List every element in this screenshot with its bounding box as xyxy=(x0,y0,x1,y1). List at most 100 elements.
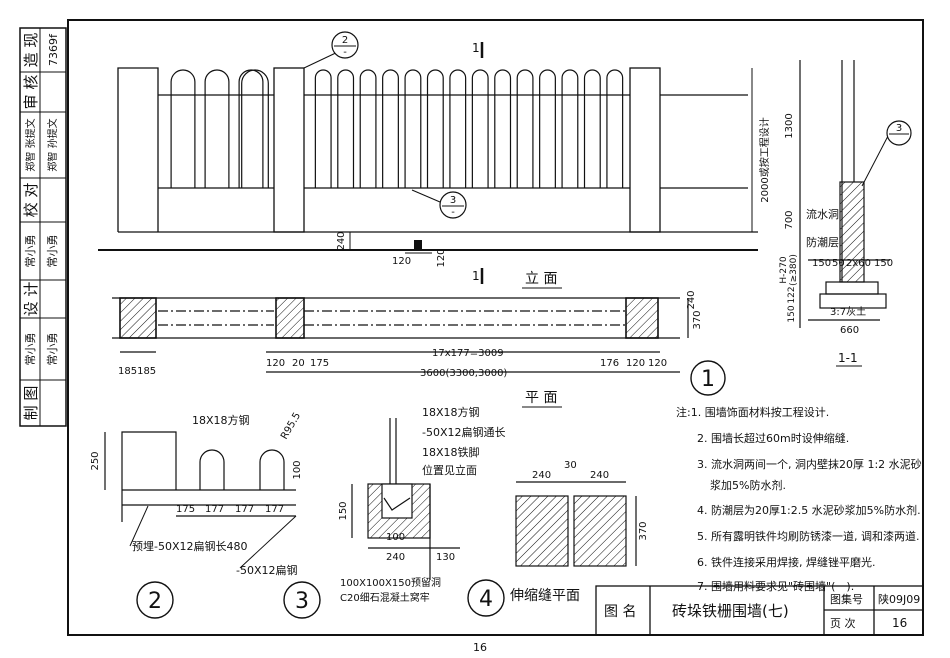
fence-picket xyxy=(494,69,512,188)
d4-dim-370: 370 xyxy=(638,521,649,540)
page-label: 页 次 xyxy=(830,616,856,630)
elevation-title: 立 面 xyxy=(525,271,557,287)
d2-dim-250: 250 xyxy=(90,451,101,470)
fence-picket xyxy=(204,69,230,188)
d2-steel-label: 18X18方钢 xyxy=(192,413,250,427)
section-dim-50: 50 xyxy=(832,258,845,269)
damp-layer-label: 防潮层 xyxy=(806,235,839,249)
sidebar-role-5: 设 计 xyxy=(22,282,40,317)
elevation-view xyxy=(98,67,758,251)
d3-label-1: 18X18方钢 xyxy=(422,405,480,419)
section-mark-top: 1 xyxy=(472,41,480,55)
dim-120-b: 120 xyxy=(436,248,447,267)
plan-dim-total: 3600(3300,3000) xyxy=(420,368,507,379)
callout-3-number: 3 xyxy=(450,195,456,206)
fence-picket xyxy=(449,69,467,188)
d2-flat-steel-label: -50X12扁钢 xyxy=(236,564,298,577)
plan-dim-120c: 120 xyxy=(648,358,667,369)
note-line-1: 2. 围墙长超过60m时设伸缩缝. xyxy=(697,431,849,445)
atlas-number: 陕09J09 xyxy=(878,592,920,606)
plan-dim-20: 20 xyxy=(292,358,305,369)
sidebar-role-7: 制 图 xyxy=(22,386,40,421)
note-line-0: 注:1. 围墙饰面材料按工程设计. xyxy=(676,405,829,419)
d3-label-2: -50X12扁钢通长 xyxy=(422,426,506,439)
section-dim-2x60: 2x60 xyxy=(846,258,871,269)
height-note: 2000或按工程设计 xyxy=(758,117,771,202)
section-dim-122: 122 xyxy=(787,286,797,303)
d2-radius: R95.5 xyxy=(279,411,303,442)
plan-dim-120a: 120 xyxy=(266,358,285,369)
callout-2-bubble xyxy=(331,31,359,59)
atlas-label: 图集号 xyxy=(830,592,863,606)
d3-dim-240: 240 xyxy=(386,552,405,563)
dim-120-a: 120 xyxy=(392,256,411,267)
callout-3-dash: - xyxy=(451,207,455,218)
sheet-border xyxy=(67,19,924,636)
section-dim-1300: 1300 xyxy=(784,113,795,138)
d3-dim-100: 100 xyxy=(386,532,405,543)
d3-label-4: 位置见立面 xyxy=(422,463,477,477)
note-line-4: 4. 防潮层为20厚1:2.5 水泥砂浆加5%防水剂. xyxy=(697,503,921,517)
plan-dim-185: 185185 xyxy=(118,366,156,377)
d4-dim-240b: 240 xyxy=(590,470,609,481)
section-dim-h270: H-270 xyxy=(779,256,789,283)
note-line-3: 浆加5%防水剂. xyxy=(710,478,786,492)
fence-picket xyxy=(404,69,422,188)
fence-picket xyxy=(238,69,264,188)
note-line-6: 6. 铁件连接采用焊接, 焊缝锉平磨光. xyxy=(697,555,875,569)
sidebar-role-1: 审 核 xyxy=(22,75,40,110)
section-callout-3-number: 3 xyxy=(896,123,902,134)
detail-4-view xyxy=(515,481,637,567)
fence-picket xyxy=(337,69,355,188)
sidebar-role-3: 校 对 xyxy=(22,183,40,218)
fence-picket xyxy=(516,69,534,188)
d2-dim-3: 177 xyxy=(265,504,284,515)
detail-2-view xyxy=(104,431,296,522)
plan-view xyxy=(112,297,689,373)
title-block xyxy=(595,585,924,636)
fence-bars xyxy=(170,69,624,188)
section-view xyxy=(799,60,890,328)
plan-dim-120b: 120 xyxy=(626,358,645,369)
d3-concrete-label: C20细石混凝土窝牢 xyxy=(340,591,430,604)
fence-picket xyxy=(241,69,269,188)
page-number: 16 xyxy=(473,641,487,654)
plan-dim-176: 176 xyxy=(600,358,619,369)
lime-soil-label: 3:7灰土 xyxy=(830,305,866,318)
section-dim-660: 660 xyxy=(840,325,859,336)
callout-2-number: 2 xyxy=(342,35,348,46)
d2-dim-2: 177 xyxy=(235,504,254,515)
drawing-name: 砖垛铁栅围墙(七) xyxy=(672,602,789,620)
sheet-callout-number: 1 xyxy=(701,367,715,392)
d2-embed-label: 预埋-50X12扁钢长480 xyxy=(132,540,248,553)
section-dim-150c: 150 xyxy=(787,305,797,322)
fence-picket xyxy=(583,69,601,188)
d4-dim-30: 30 xyxy=(564,460,577,471)
sidebar-sig-4: 常小勇 xyxy=(46,235,59,268)
note-line-2: 3. 流水洞两间一个, 洞内壁抹20厚 1:2 水泥砂 xyxy=(697,457,922,471)
d3-hole-label: 100X100X150预留洞 xyxy=(340,576,441,589)
detail-4-title: 伸缩缝平面 xyxy=(510,588,580,604)
detail-4-number: 4 xyxy=(479,587,493,612)
fence-picket xyxy=(539,69,556,188)
section-label: 1-1 xyxy=(838,351,858,365)
title-label: 图 名 xyxy=(604,604,636,620)
section-callout-3 xyxy=(886,120,912,146)
detail-4-circle xyxy=(467,579,505,617)
dim-240-elev: 240 xyxy=(336,231,347,250)
d2-dim-1: 177 xyxy=(205,504,224,515)
fence-picket xyxy=(170,69,196,188)
fence-picket xyxy=(382,69,399,188)
fence-picket xyxy=(426,69,444,188)
d2-dim-0: 175 xyxy=(176,504,195,515)
plan-dim-370: 370 xyxy=(692,310,703,329)
plan-title: 平 面 xyxy=(525,390,557,406)
sidebar-role-4: 常小勇 xyxy=(24,235,37,268)
fence-picket xyxy=(359,69,377,188)
fence-picket xyxy=(314,69,332,188)
fence-picket xyxy=(471,69,489,188)
d3-dim-150: 150 xyxy=(338,501,349,520)
note-line-5: 5. 所有露明铁件均刷防锈漆一道, 调和漆两道. xyxy=(697,529,919,543)
d3-dim-130: 130 xyxy=(436,552,455,563)
